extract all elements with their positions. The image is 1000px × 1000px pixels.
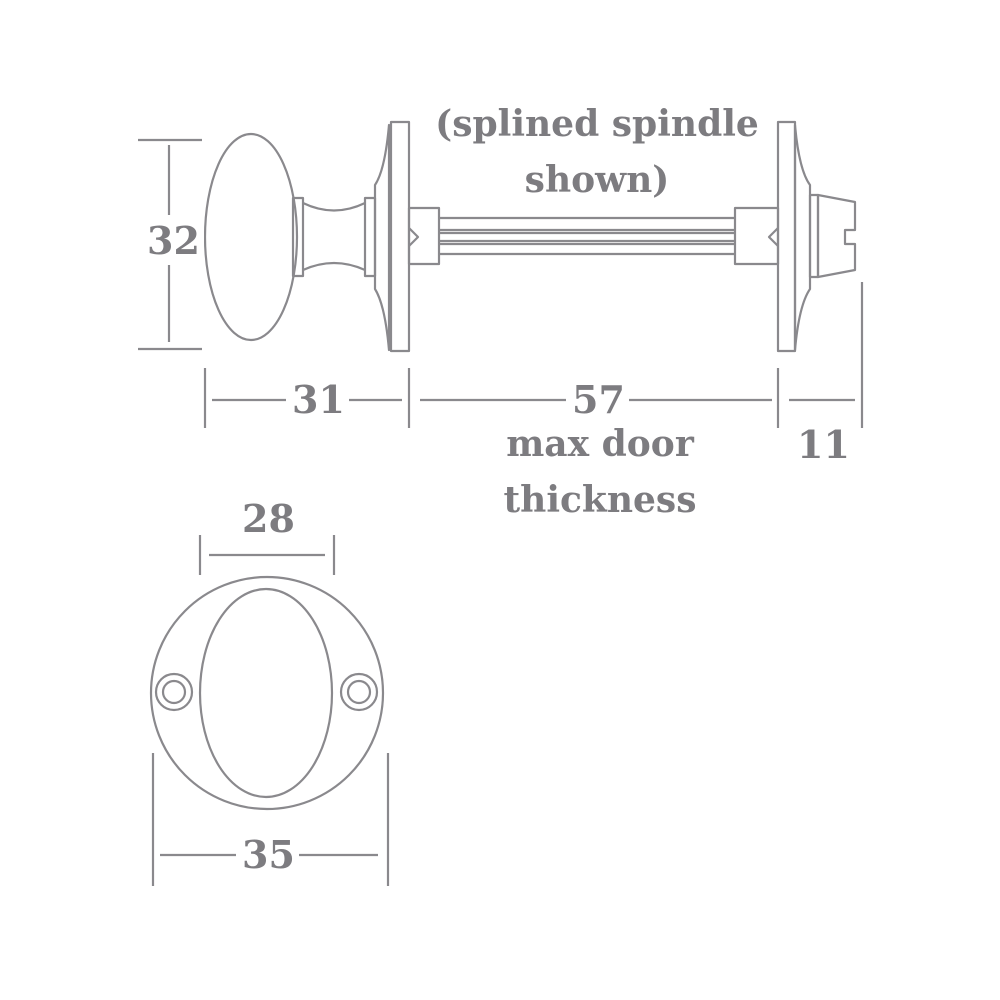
dimension-28-lines [198, 535, 336, 575]
dimension-32-lines [138, 138, 202, 351]
fixing-nut [808, 193, 857, 279]
rose-diameter-label: 35 [238, 836, 299, 874]
splined-spindle [407, 206, 780, 266]
rose-front-view [149, 575, 385, 811]
horizontal-dimension-lines [203, 282, 864, 428]
spindle-note-line2: shown) [524, 159, 670, 201]
left-rose-side [373, 120, 411, 353]
back-projection-label: 11 [793, 426, 854, 464]
spindle-note-line1: (splined spindle [435, 103, 759, 145]
knob-projection-label: 31 [288, 381, 349, 419]
knob-front-view [198, 587, 334, 799]
knob-neck [291, 196, 377, 278]
knob-width-label: 28 [238, 500, 299, 538]
knob-side-view [203, 132, 299, 342]
dimension-35-lines [151, 753, 390, 886]
door-thickness-note-line2: thickness [503, 479, 697, 521]
door-thickness-label: 57 [568, 381, 629, 419]
screw-hole-left [154, 672, 194, 712]
right-rose-side [776, 120, 812, 353]
door-thickness-note-line1: max door [506, 423, 694, 465]
knob-height-label: 32 [143, 222, 204, 260]
screw-hole-right [339, 672, 379, 712]
